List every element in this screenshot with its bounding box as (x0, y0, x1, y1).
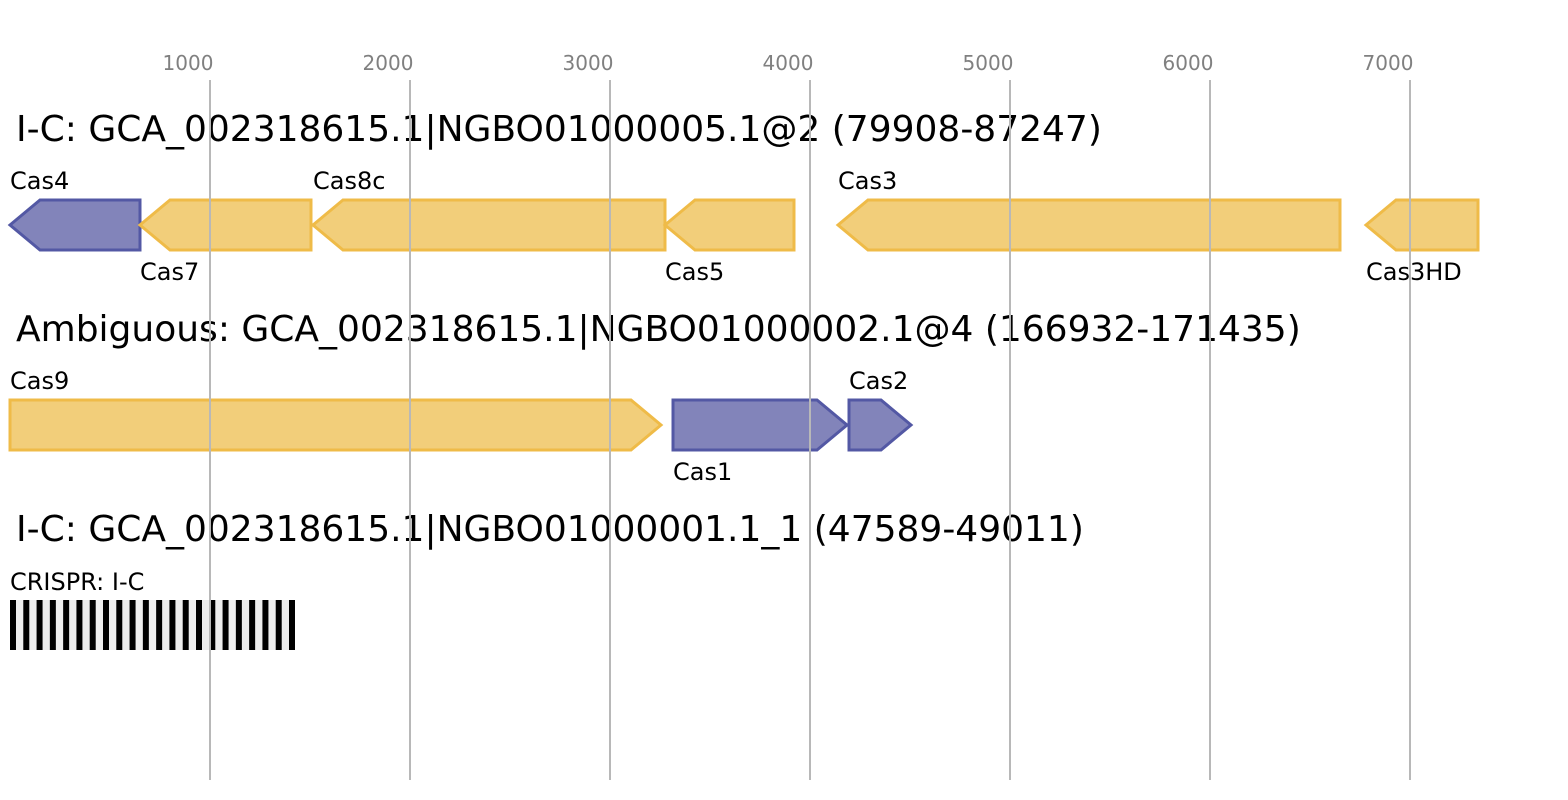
gene-label-cas7: Cas7 (140, 258, 199, 286)
tracks: I-C: GCA_002318615.1|NGBO01000005.1@2 (7… (7, 109, 1480, 650)
tick-label-5000: 5000 (963, 51, 1014, 75)
gene-label-cas9: Cas9 (10, 367, 69, 395)
tick-label-2000: 2000 (363, 51, 414, 75)
crispr-repeat (235, 600, 242, 650)
crispr-repeat (249, 600, 256, 650)
crispr-repeat (36, 600, 43, 650)
crispr-repeat (289, 600, 295, 650)
crispr-array (10, 600, 295, 650)
tick-label-4000: 4000 (763, 51, 814, 75)
gene-label-cas2: Cas2 (849, 367, 908, 395)
crispr-repeat (10, 600, 16, 650)
crispr-repeat (63, 600, 70, 650)
gene-label-cas3: Cas3 (838, 167, 897, 195)
gene-cas7[interactable] (137, 198, 313, 252)
gene-cas2[interactable] (847, 398, 914, 452)
crispr-repeat (103, 600, 109, 650)
crispr-repeat (156, 600, 163, 650)
crispr-repeat (262, 600, 269, 650)
tick-label-6000: 6000 (1163, 51, 1214, 75)
tick-label-1000: 1000 (163, 51, 214, 75)
crispr-repeat (222, 600, 229, 650)
crispr-repeat (23, 600, 30, 650)
track-title-3: I-C: GCA_002318615.1|NGBO01000001.1_1 (4… (16, 509, 1084, 550)
crispr-repeat (49, 600, 56, 650)
gene-cas5[interactable] (662, 198, 796, 252)
gridlines (209, 80, 1411, 780)
crispr-repeat (169, 600, 176, 650)
track-title-2: Ambiguous: GCA_002318615.1|NGBO01000002.… (16, 309, 1301, 350)
gene-label-cas4: Cas4 (10, 167, 69, 195)
crispr-repeat (116, 600, 123, 650)
crispr-spacer-background (10, 600, 295, 650)
tick-label-3000: 3000 (563, 51, 614, 75)
gene-cas3[interactable] (835, 198, 1342, 252)
gene-cas1[interactable] (671, 398, 850, 452)
tick-label-7000: 7000 (1363, 51, 1414, 75)
gene-label-cas1: Cas1 (673, 458, 732, 486)
track-title-1: I-C: GCA_002318615.1|NGBO01000005.1@2 (7… (16, 109, 1102, 150)
crispr-repeat (89, 600, 96, 650)
crispr-array-label: CRISPR: I-C (10, 568, 144, 596)
crispr-repeat (76, 600, 83, 650)
gene-cas4[interactable] (7, 198, 142, 252)
gene-cas9[interactable] (8, 398, 664, 452)
gene-cas8c[interactable] (310, 198, 667, 252)
crispr-repeat (129, 600, 136, 650)
gene-label-cas8c: Cas8c (313, 167, 385, 195)
crispr-repeat (275, 600, 282, 650)
gene-label-cas3hd: Cas3HD (1366, 258, 1462, 286)
crispr-repeat (142, 600, 149, 650)
axis-tick-labels: 1000 2000 3000 4000 5000 6000 7000 (163, 51, 1414, 75)
crispr-repeat (209, 600, 216, 650)
crispr-repeat (182, 600, 189, 650)
crispr-repeat (196, 600, 202, 650)
gene-cas3hd[interactable] (1363, 198, 1480, 252)
gene-label-cas5: Cas5 (665, 258, 724, 286)
